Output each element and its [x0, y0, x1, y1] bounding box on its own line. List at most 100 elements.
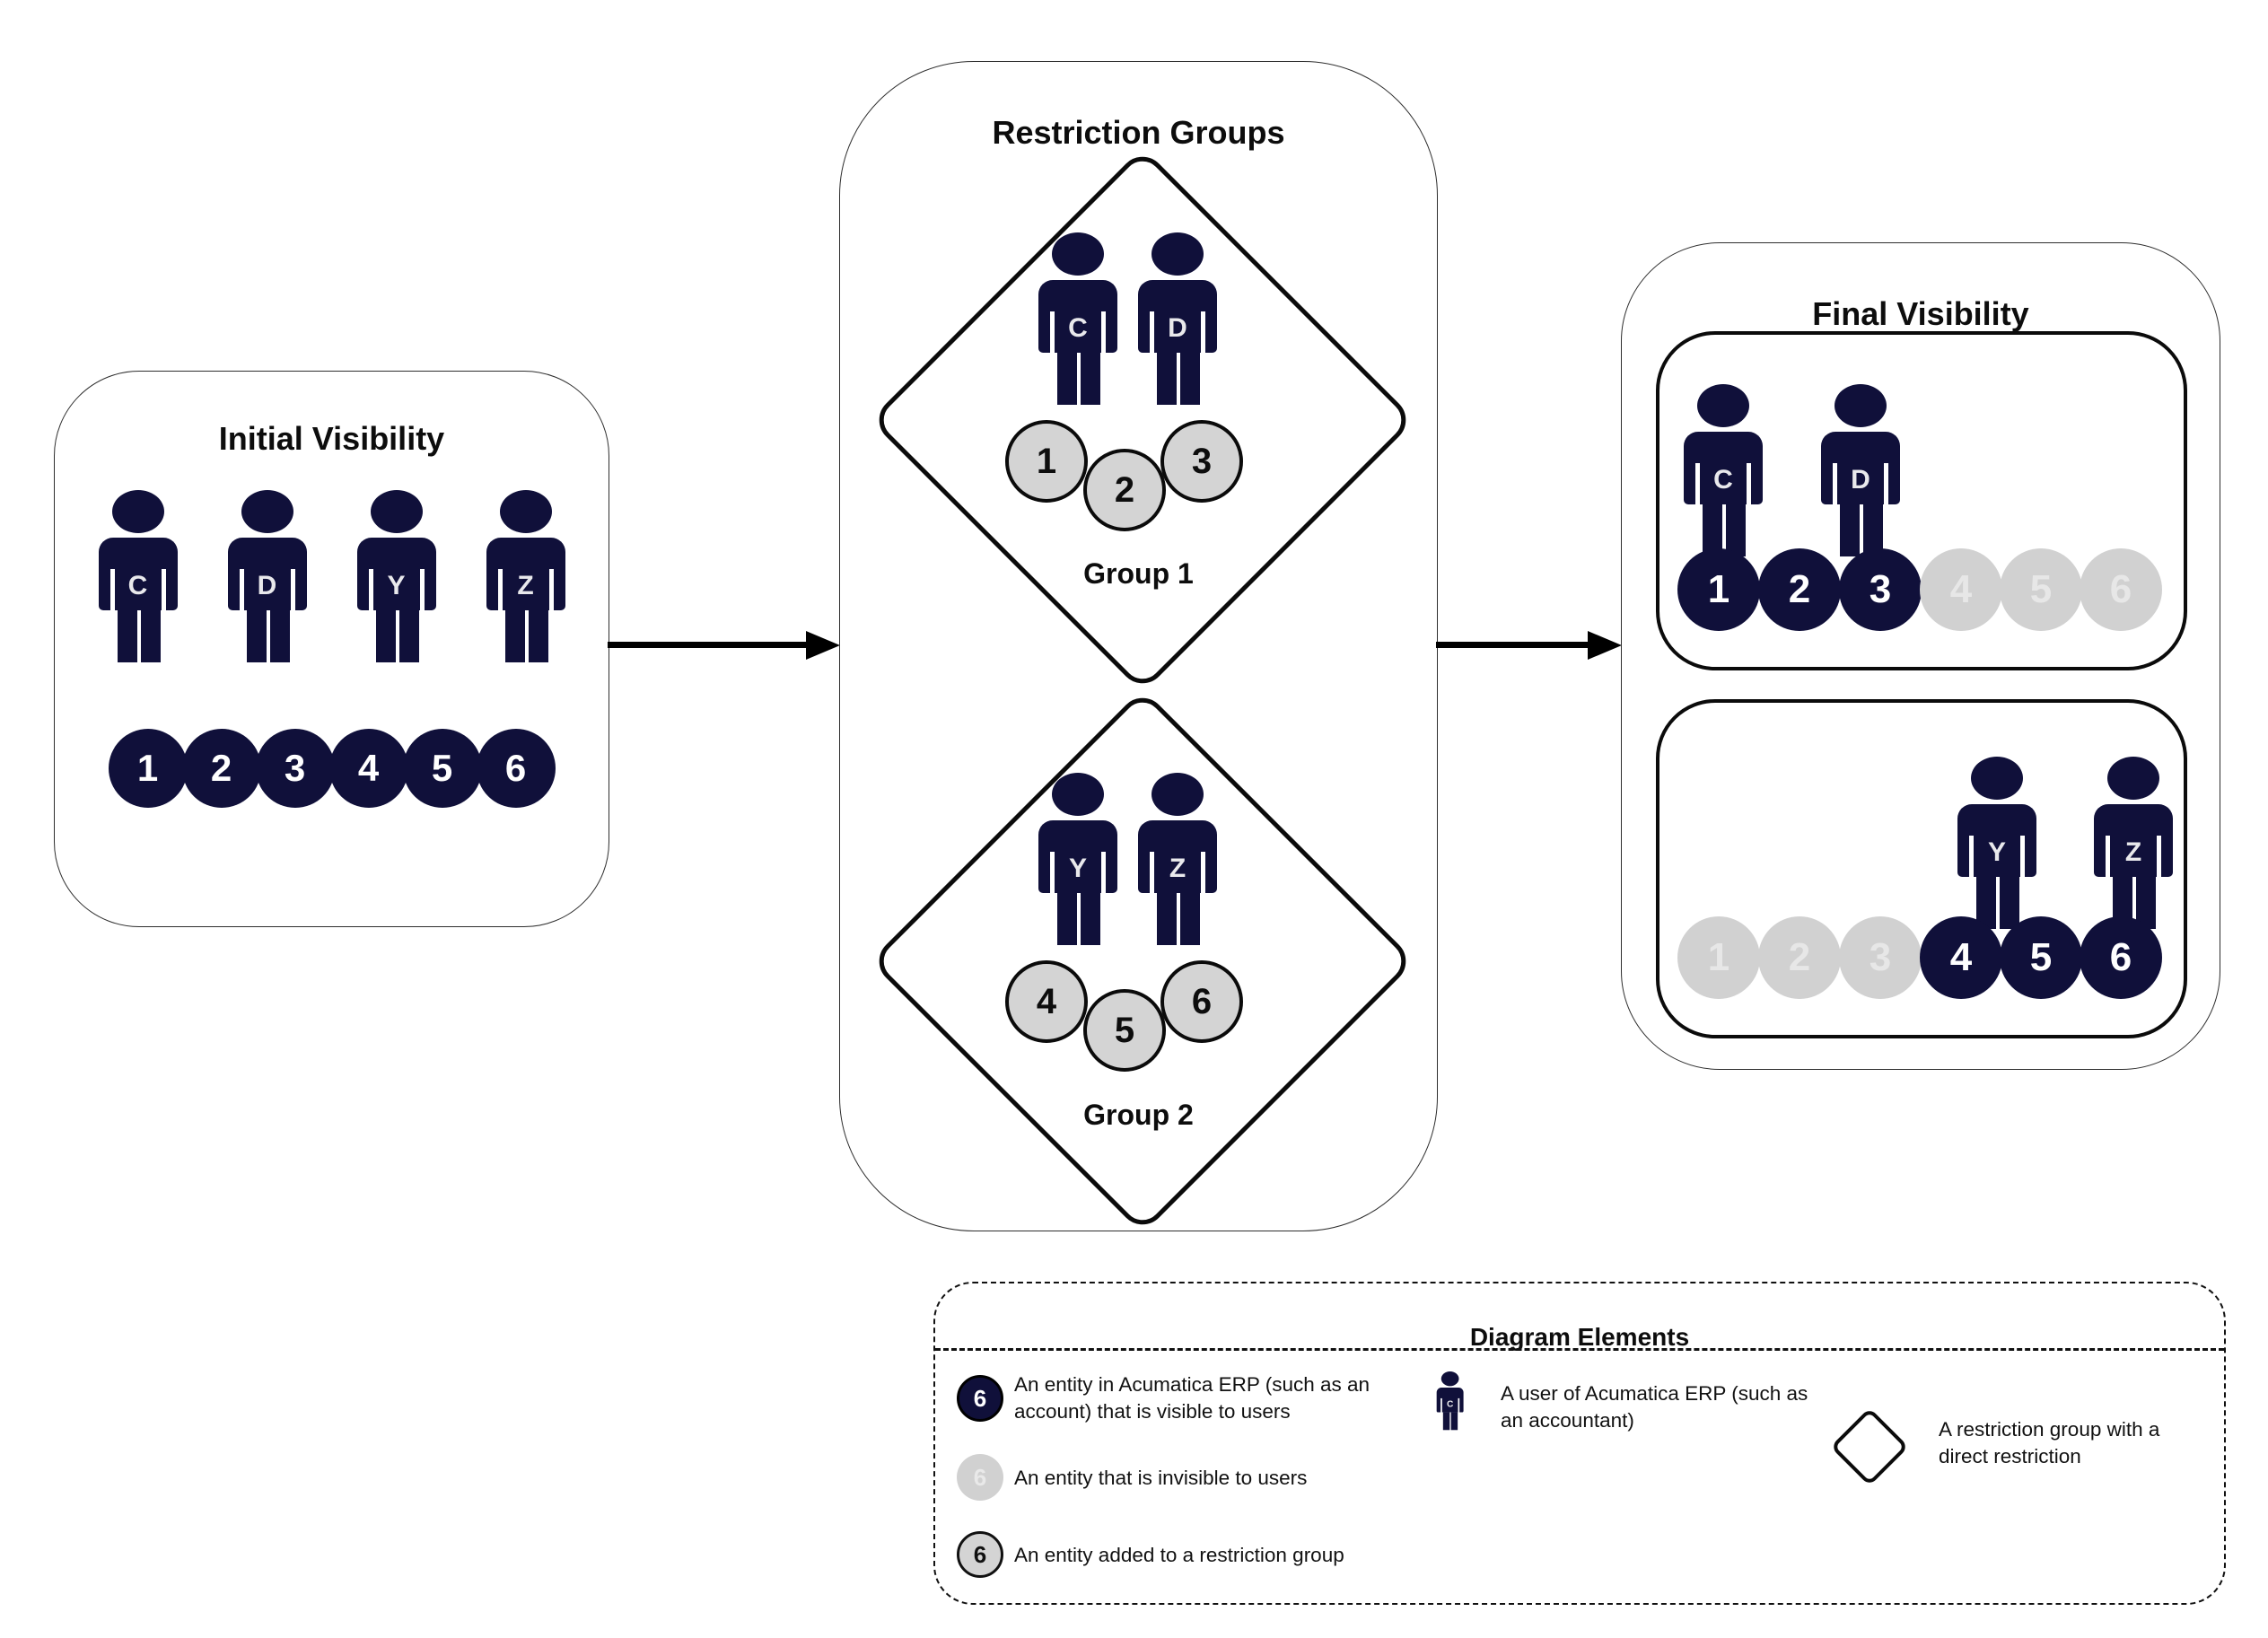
person-leg-icon: [1442, 1412, 1450, 1431]
group2-user-figure-y: Y: [1037, 773, 1119, 945]
person-head-icon: [370, 490, 423, 533]
person-leg-icon: [1450, 1412, 1458, 1431]
restriction-groups-box: Restriction Groups C D 1 2 3 Group 1: [839, 61, 1438, 1235]
person-leg-icon: [1976, 877, 1996, 929]
person-leg-icon: [1157, 893, 1177, 945]
group2-entity-6: 6: [1160, 960, 1243, 1043]
initial-visibility-box: Initial Visibility C D: [54, 371, 609, 927]
user-figure-y: Y: [355, 490, 438, 662]
person-arm-gap: [1747, 463, 1751, 504]
group1-label: Group 1: [1083, 557, 1194, 590]
person-leg-icon: [1057, 353, 1077, 405]
person-head-icon: [241, 490, 293, 533]
final-p1-entity-2: 2: [1758, 548, 1841, 631]
initial-entity-4: 4: [328, 729, 408, 808]
person-leg-icon: [1157, 353, 1177, 405]
group1-entity-1: 1: [1005, 420, 1088, 503]
user-letter: D: [1851, 465, 1870, 495]
user-letter: C: [1446, 1398, 1454, 1409]
person-arm-gap: [161, 569, 166, 610]
final-user-figure-c: C: [1682, 384, 1764, 556]
person-leg-icon: [1703, 504, 1722, 556]
person-leg-icon: [2136, 877, 2156, 929]
legend-entity-added-icon: 6: [957, 1531, 1003, 1578]
legend-entity-invisible-icon: 6: [957, 1454, 1003, 1501]
person-arm-gap: [1458, 1397, 1460, 1413]
user-letter: Z: [517, 571, 534, 600]
person-leg-icon: [1081, 353, 1100, 405]
person-head-icon: [2107, 757, 2159, 800]
person-leg-icon: [1840, 504, 1860, 556]
group2-label: Group 2: [1083, 1099, 1194, 1131]
person-arm-gap: [239, 569, 244, 610]
person-leg-icon: [1180, 353, 1200, 405]
user-letter: C: [1068, 313, 1088, 343]
person-arm-gap: [1201, 852, 1205, 893]
arrow-head-icon: [806, 630, 840, 660]
legend-entity-added-label: An entity added to a restriction group: [1014, 1544, 1344, 1566]
group2-entity-4: 4: [1005, 960, 1088, 1043]
user-letter: D: [257, 571, 277, 600]
arrow-head-icon: [1588, 630, 1622, 660]
legend-entity-visible-label: An entity in Acumatica ERP (such as an a…: [1014, 1373, 1370, 1423]
initial-entity-2: 2: [181, 729, 261, 808]
group1-entity-3: 3: [1160, 420, 1243, 503]
final-p1-entity-3: 3: [1839, 548, 1922, 631]
initial-entity-1: 1: [108, 729, 188, 808]
person-head-icon: [1697, 384, 1749, 427]
final-p2-entity-1: 1: [1677, 916, 1760, 999]
person-leg-icon: [375, 610, 396, 662]
initial-visibility-title: Initial Visibility: [218, 419, 445, 457]
person-head-icon: [1440, 1371, 1459, 1387]
initial-users-row: C D Y: [55, 490, 609, 662]
person-leg-icon: [2113, 877, 2132, 929]
user-letter: Y: [1987, 837, 2006, 867]
person-leg-icon: [528, 610, 548, 662]
group1-user-figure-d: D: [1136, 232, 1219, 405]
person-head-icon: [1152, 773, 1204, 816]
legend-user-label: A user of Acumatica ERP (such as an acco…: [1501, 1382, 1808, 1432]
final-p1-entity-1: 1: [1677, 548, 1760, 631]
person-head-icon: [1971, 757, 2023, 800]
user-letter: Y: [387, 571, 406, 600]
person-leg-icon: [269, 610, 290, 662]
final-user-figure-y: Y: [1956, 757, 2038, 929]
final-p2-entity-6: 6: [2080, 916, 2162, 999]
user-figure-d: D: [226, 490, 309, 662]
legend-box: Diagram Elements: [933, 1282, 2226, 1605]
group2-diamond-icon: [869, 688, 1416, 1235]
legend-title: Diagram Elements: [1469, 1323, 1690, 1351]
person-head-icon: [499, 490, 552, 533]
group1-user-figure-c: C: [1037, 232, 1119, 405]
person-arm-gap: [109, 569, 115, 610]
person-arm-gap: [290, 569, 295, 610]
user-figure-c: C: [97, 490, 180, 662]
person-arm-gap: [2020, 836, 2025, 877]
flow-arrow-groups-to-final: [1436, 642, 1589, 648]
person-leg-icon: [398, 610, 419, 662]
final-p2-entity-4: 4: [1920, 916, 2002, 999]
group2-user-figure-z: Z: [1136, 773, 1219, 945]
person-leg-icon: [1180, 893, 1200, 945]
person-arm-gap: [1050, 311, 1055, 353]
initial-entity-5: 5: [402, 729, 482, 808]
initial-entity-3: 3: [255, 729, 335, 808]
person-leg-icon: [1726, 504, 1746, 556]
person-arm-gap: [1101, 311, 1106, 353]
group1-diamond-icon: [869, 146, 1416, 694]
legend-restriction-group-label: A restriction group with a direct restri…: [1939, 1418, 2160, 1467]
user-figure-z: Z: [485, 490, 567, 662]
person-head-icon: [111, 490, 164, 533]
person-arm-gap: [1150, 311, 1154, 353]
person-leg-icon: [2000, 877, 2019, 929]
person-arm-gap: [1969, 836, 1974, 877]
legend-entity-visible-icon: 6: [957, 1375, 1003, 1422]
final-visibility-title: Final Visibility: [1812, 294, 2029, 332]
person-leg-icon: [140, 610, 161, 662]
legend-divider: [935, 1348, 2224, 1351]
final-p1-entity-5: 5: [2000, 548, 2082, 631]
final-p1-entity-4: 4: [1920, 548, 2002, 631]
person-arm-gap: [1050, 852, 1055, 893]
final-visibility-box: Final Visibility C D 1 2: [1621, 242, 2220, 1070]
final-user-figure-d: D: [1819, 384, 1902, 556]
